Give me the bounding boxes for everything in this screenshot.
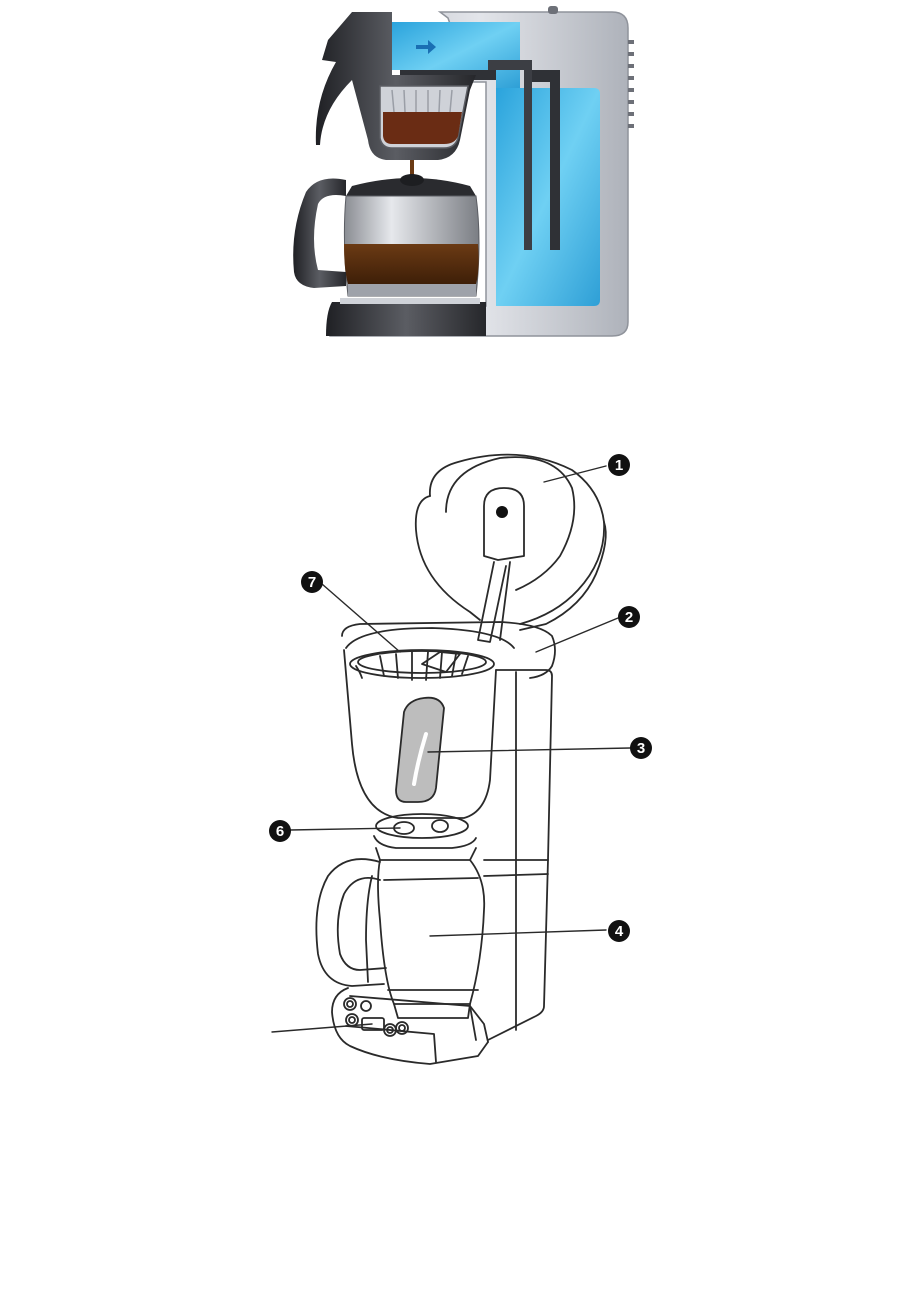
callout-7-label: 7 — [308, 574, 316, 591]
base-drawing — [331, 987, 489, 1065]
callout-2: 2 — [618, 606, 640, 628]
cutaway-illustration — [293, 6, 634, 337]
callout-1: 1 — [608, 454, 630, 476]
base-highlight — [340, 298, 480, 304]
leader-7 — [321, 583, 401, 653]
callout-2-label: 2 — [625, 609, 633, 626]
callout-6-label: 6 — [276, 823, 284, 840]
leader-1 — [543, 465, 607, 483]
inner-tube — [488, 60, 532, 250]
coffee-grounds — [383, 112, 462, 144]
callout-4-label: 4 — [615, 923, 624, 940]
leader-lines — [271, 465, 631, 1033]
body-drawing — [341, 621, 556, 1041]
parts-diagram — [271, 453, 631, 1065]
water-reservoir — [496, 88, 600, 306]
callout-3-label: 3 — [637, 740, 645, 757]
callout-1-label: 1 — [615, 457, 623, 474]
filter-pleats — [391, 89, 453, 113]
water-tube — [524, 70, 560, 250]
hot-water-channel — [392, 22, 520, 88]
callout-4: 4 — [608, 920, 630, 942]
control-display — [361, 1017, 385, 1031]
carafe-handle — [293, 178, 346, 288]
callout-badges: 1 2 3 4 6 7 — [269, 454, 652, 942]
carafe-lid — [346, 178, 476, 196]
leader-2 — [535, 617, 619, 653]
warming-base — [326, 302, 486, 336]
carafe-band — [348, 284, 476, 296]
top-knob — [548, 6, 558, 14]
carafe-knob — [400, 174, 424, 186]
carafe-coffee — [344, 244, 479, 284]
leader-4 — [429, 929, 607, 937]
leader-6 — [289, 827, 401, 831]
leader-3 — [427, 747, 631, 753]
lid-drawing — [414, 453, 607, 643]
leader-control-panel — [271, 1023, 373, 1033]
flow-arrow — [416, 40, 436, 54]
callout-7: 7 — [301, 571, 323, 593]
carafe-drawing — [315, 835, 486, 1019]
callout-6: 6 — [269, 820, 291, 842]
housing-ribs — [628, 40, 634, 128]
callout-3: 3 — [630, 737, 652, 759]
